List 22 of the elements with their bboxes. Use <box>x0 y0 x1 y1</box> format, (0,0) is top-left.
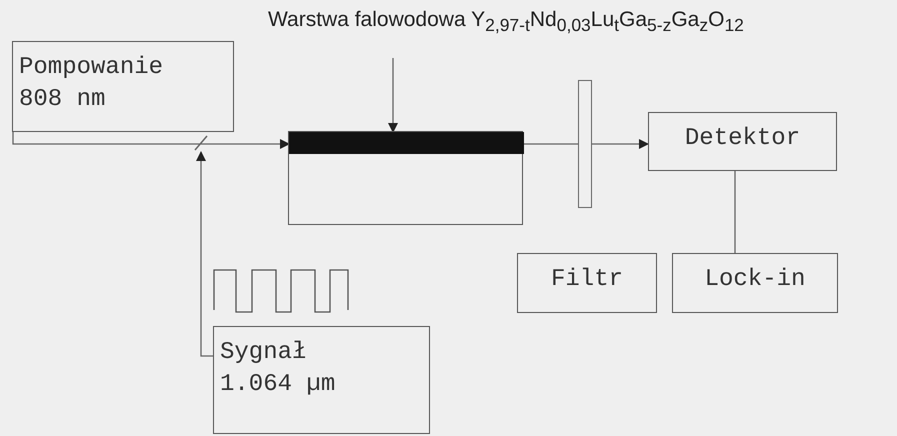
substrate-block <box>288 131 523 225</box>
device-box <box>672 253 838 313</box>
device-box <box>12 41 234 132</box>
device-label: Filtr <box>550 265 624 295</box>
arrow <box>196 151 213 357</box>
beam-line <box>524 143 578 145</box>
arrow <box>201 139 290 149</box>
beam-line <box>734 171 736 253</box>
device-box <box>213 326 430 434</box>
mirror <box>193 134 209 152</box>
caption-text: Warstwa falowodowa Y$_{2,97-t}$Nd$_{0,03}$Lu$_{t}$Ga$_{5-z}$Ga$_{z}$O$_{12}$ <box>268 2 896 40</box>
device-label: Pompowanie 808 nm <box>19 53 164 115</box>
filter-plate <box>578 80 592 208</box>
device-label: Lock-in <box>704 265 806 295</box>
beam-line <box>12 132 201 145</box>
arrow <box>388 58 398 133</box>
device-label: Sygnał 1.064 µm <box>220 338 336 400</box>
waveguide-layer <box>289 132 524 154</box>
device-box <box>648 112 837 171</box>
arrow <box>592 139 649 149</box>
device-label: Detektor <box>684 124 802 154</box>
device-box <box>517 253 657 313</box>
